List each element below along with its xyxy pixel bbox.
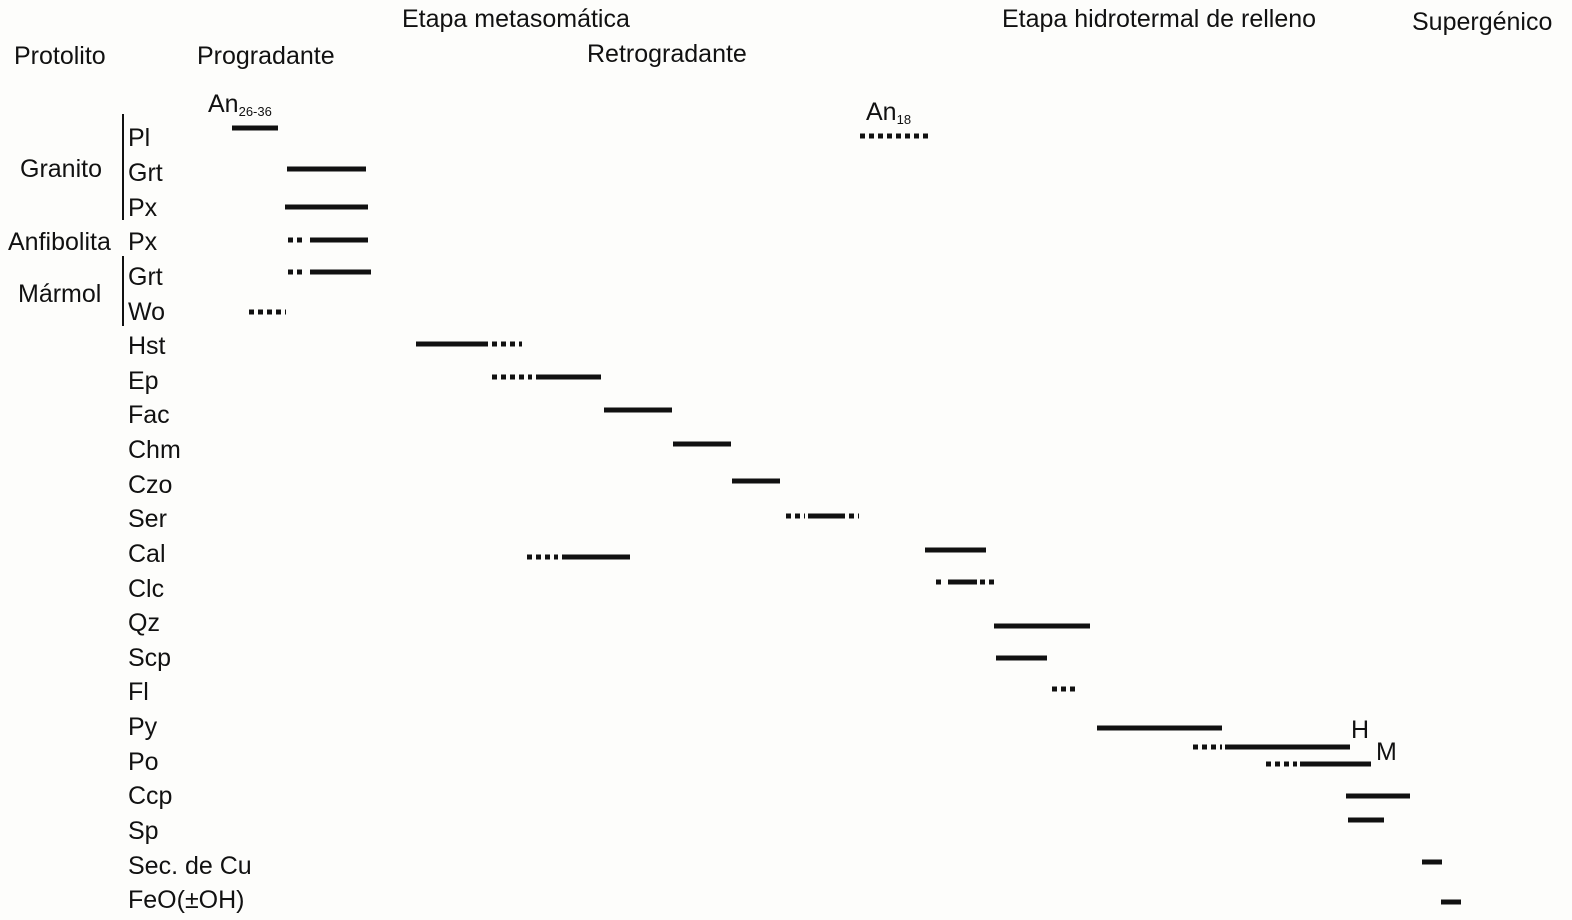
mineral-label-fl: Fl — [128, 678, 149, 706]
marmol-bracket — [122, 256, 124, 326]
mineral-label-grt-marmol: Grt — [128, 263, 163, 291]
stage-supergenico: Supergénico — [1412, 8, 1553, 36]
mineral-label-sp: Sp — [128, 817, 159, 845]
mineral-label-py: Py — [128, 713, 158, 741]
mineral-label-feo: FeO(±OH) — [128, 886, 245, 914]
mineral-label-px-granito: Px — [128, 194, 158, 222]
mineral-label-px-anfibolita: Px — [128, 228, 158, 256]
protolith-anfibolita: Anfibolita — [8, 228, 111, 256]
mineral-label-fac: Fac — [128, 401, 170, 429]
stage-protolito: Protolito — [14, 42, 106, 70]
mineral-label-czo: Czo — [128, 471, 173, 499]
mineral-label-grt-granito: Grt — [128, 159, 163, 187]
an-annotation-1: An26-36 — [208, 90, 272, 119]
stage-metasomatica: Etapa metasomática — [402, 5, 630, 33]
mineral-label-sec-cu: Sec. de Cu — [128, 852, 252, 880]
mineral-label-cal: Cal — [128, 540, 166, 568]
stage-progradante: Progradante — [197, 42, 335, 70]
stage-retrogradante: Retrogradante — [587, 40, 747, 68]
mineral-label-scp: Scp — [128, 644, 172, 672]
mineral-label-ser: Ser — [128, 505, 167, 533]
an-annotation-2: An18 — [866, 98, 912, 127]
mineral-label-qz: Qz — [128, 609, 160, 637]
protolith-granito: Granito — [20, 155, 102, 183]
mineral-label-clc: Clc — [128, 575, 165, 603]
protolith-marmol: Mármol — [18, 280, 102, 308]
marker-m: M — [1376, 738, 1397, 766]
granito-bracket — [122, 114, 124, 220]
mineral-label-pl: Pl — [128, 124, 151, 152]
mineral-label-po: Po — [128, 748, 159, 776]
mineral-label-ccp: Ccp — [128, 782, 173, 810]
mineral-label-wo: Wo — [128, 298, 166, 326]
mineral-label-hst: Hst — [128, 332, 166, 360]
mineral-label-ep: Ep — [128, 367, 159, 395]
marker-h: H — [1351, 716, 1370, 744]
stage-hidrotermal: Etapa hidrotermal de relleno — [1002, 5, 1317, 33]
mineral-label-chm: Chm — [128, 436, 181, 464]
